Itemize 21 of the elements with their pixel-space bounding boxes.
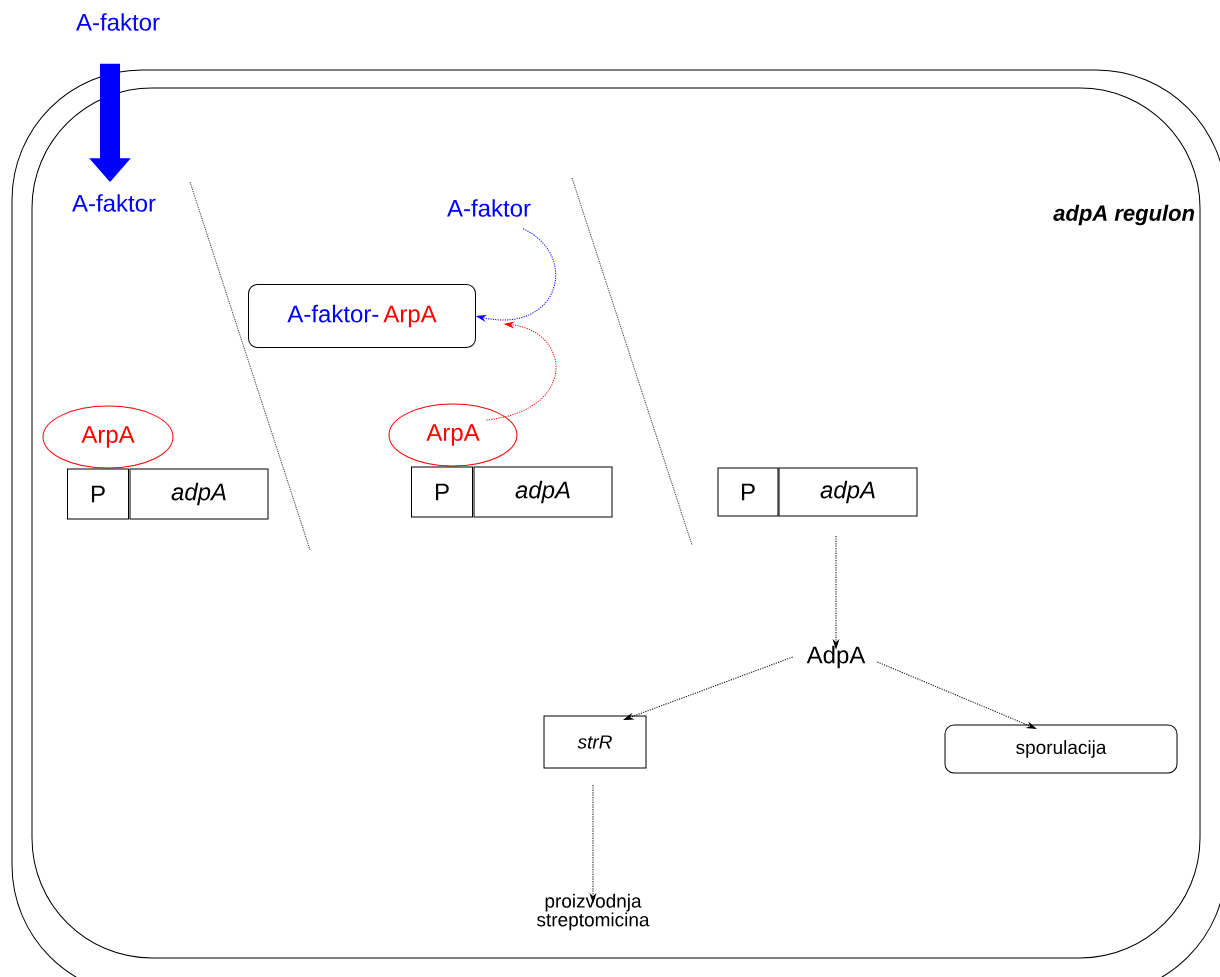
protein-label: AdpA <box>806 645 866 669</box>
gene-box: adpA <box>129 468 269 520</box>
region-title: adpA regulon <box>1053 204 1195 226</box>
molecule-label: A-faktor <box>76 13 160 31</box>
arrow <box>590 784 596 903</box>
process-box: sporulacija <box>944 724 1178 774</box>
molecule-label: A-faktor <box>447 199 531 217</box>
promoter-box: P <box>717 467 779 517</box>
promoter-box: P <box>67 468 129 520</box>
arrow <box>876 661 1036 729</box>
outcome-label: proizvodnja streptomicina <box>537 893 650 931</box>
complex-box: A-faktor- ArpA <box>248 284 476 348</box>
arrow <box>624 656 794 720</box>
arrow <box>476 228 557 321</box>
promoter-box: P <box>411 466 473 518</box>
arrow <box>833 535 839 649</box>
gene-box: adpA <box>778 467 918 517</box>
gene-box: strR <box>543 715 647 769</box>
molecule-label: A-faktor <box>72 194 156 212</box>
arrow <box>485 321 557 421</box>
gene-box: adpA <box>473 466 613 518</box>
